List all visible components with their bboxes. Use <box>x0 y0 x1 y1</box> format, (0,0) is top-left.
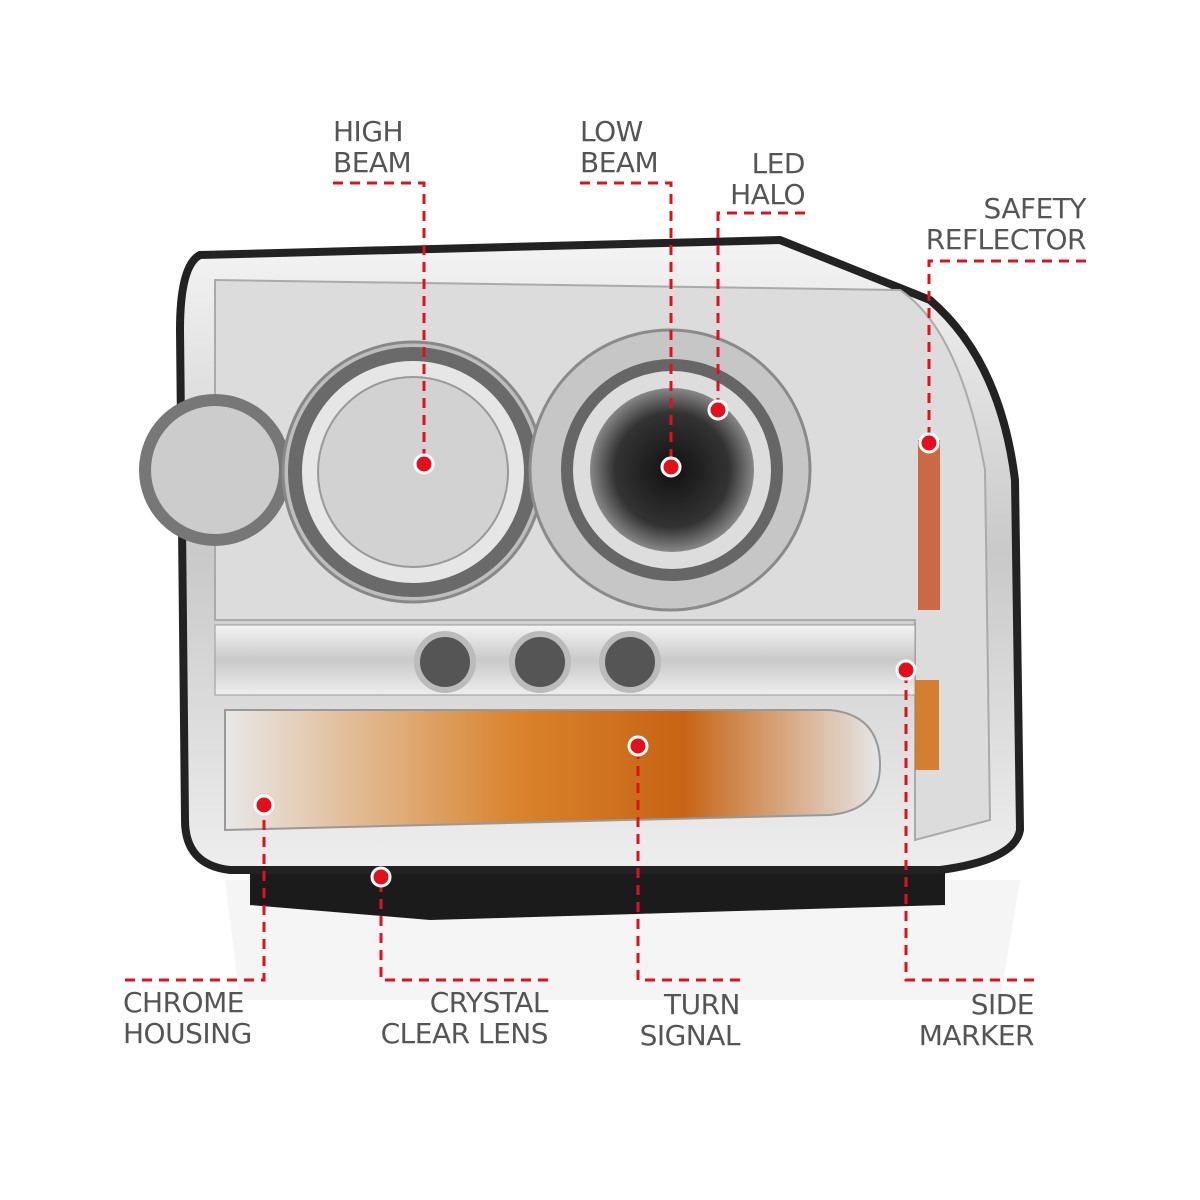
low-beam-marker <box>660 456 682 478</box>
high-beam-marker <box>413 453 435 475</box>
callout-lines <box>125 181 1086 982</box>
label-line: BEAM <box>333 146 412 179</box>
label-line: SIGNAL <box>639 1019 741 1052</box>
label-line: CLEAR LENS <box>380 1017 549 1050</box>
led-halo-marker <box>707 399 729 421</box>
safety-reflector <box>918 440 940 610</box>
turn-signal-lens <box>224 709 882 832</box>
label-line: LOW <box>580 115 643 148</box>
side-marker <box>915 680 939 770</box>
label-line: HALO <box>730 178 805 211</box>
chrome-housing-marker <box>253 794 275 816</box>
label-line: LED <box>751 147 806 180</box>
label-line: MARKER <box>918 1019 1035 1052</box>
housing-base <box>250 870 945 920</box>
label-line: CRYSTAL <box>429 986 549 1019</box>
side-marker-marker <box>895 659 917 681</box>
label-line: SAFETY <box>983 192 1087 225</box>
label-line: REFLECTOR <box>925 223 1087 256</box>
label-line: HIGH <box>333 115 404 148</box>
label-line: CHROME <box>123 986 244 1019</box>
label-line: SIDE <box>970 988 1035 1021</box>
label-line: TURN <box>664 988 741 1021</box>
label-line: HOUSING <box>123 1017 252 1050</box>
safety-reflector-marker <box>918 432 940 454</box>
turn-signal-marker <box>627 735 649 757</box>
crystal-clear-lens-marker <box>370 866 392 888</box>
label-line: BEAM <box>580 146 659 179</box>
